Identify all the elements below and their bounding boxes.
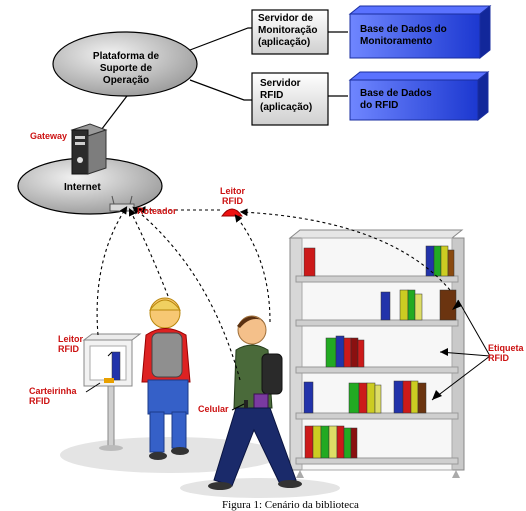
db-rfid-label: Base de Dados do RFID: [360, 88, 432, 112]
card-label: Carteirinha RFID: [29, 386, 77, 406]
db-rfid-line2: do RFID: [360, 100, 399, 111]
db-monitor-label: Base de Dados do Monitoramento: [360, 24, 447, 48]
student-with-phone: [208, 315, 302, 490]
reader-left-line2: RFID: [58, 344, 79, 354]
server-rfid-line1: Servidor: [260, 78, 301, 89]
label-pointer-lines: [85, 299, 491, 411]
db-monitor-box: [348, 4, 492, 60]
router-label: Roteador: [137, 206, 177, 216]
rfid-reader-kiosk-icon: [82, 333, 142, 451]
floor-shadow-2: [180, 478, 340, 498]
db-rfid-line1: Base de Dados: [360, 88, 432, 99]
rfid-signal-arrows: [96, 206, 451, 381]
reader-top-line2: RFID: [222, 196, 243, 206]
reader-top-line1: Leitor: [220, 186, 246, 196]
internet-label: Internet: [64, 182, 101, 193]
server-rfid-line2: RFID: [260, 90, 284, 101]
platform-label-line1: Plataforma de: [92, 51, 160, 62]
platform-label-line2: Suporte de Operação: [99, 63, 153, 86]
db-monitor-line2: Monitoramento: [360, 36, 433, 47]
server-monitor-label: Servidor de Monitoração (aplicação): [258, 13, 317, 49]
reader-left-label: Leitor RFID: [58, 334, 83, 354]
platform-ellipse: [52, 31, 198, 97]
tag-label: Etiqueta RFID: [488, 343, 524, 363]
books: [303, 245, 457, 459]
phone-label: Celular: [198, 404, 229, 414]
pointer-arrowheads: [432, 300, 462, 400]
gateway-tower-icon: [70, 123, 108, 175]
rfid-reader-top-icon: [221, 208, 243, 217]
server-monitor-line3: (aplicação): [258, 37, 311, 48]
server-monitor-box: [251, 9, 329, 55]
reader-top-label: Leitor RFID: [220, 186, 245, 206]
student-with-backpack: [141, 297, 191, 460]
gateway-label: Gateway: [30, 131, 68, 141]
figure-caption: Figura 1: Cenário da biblioteca: [222, 499, 359, 511]
tag-label-line2: RFID: [488, 353, 509, 363]
server-monitor-line1: Servidor de: [258, 13, 314, 24]
server-rfid-line3: (aplicação): [260, 102, 313, 113]
db-rfid-box: [348, 70, 490, 122]
server-rfid-label: Servidor RFID (aplicação): [260, 78, 312, 114]
server-rfid-box: [251, 72, 329, 126]
card-label-line2: RFID: [29, 396, 50, 406]
db-monitor-line1: Base de Dados do: [360, 24, 447, 35]
card-label-line1: Carteirinha: [29, 386, 77, 396]
tag-label-line1: Etiqueta: [488, 343, 524, 353]
server-monitor-line2: Monitoração: [258, 25, 318, 36]
platform-label: Plataforma de Suporte de Operação: [80, 51, 172, 87]
reader-left-line1: Leitor: [58, 334, 84, 344]
